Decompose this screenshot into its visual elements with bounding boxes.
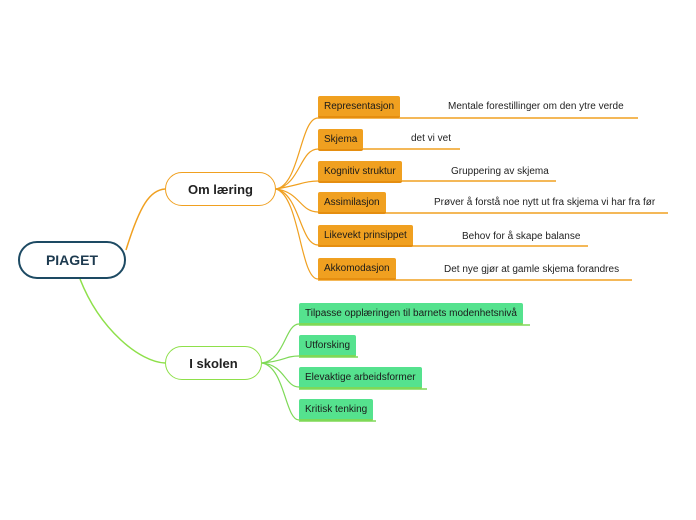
item-akkomodasjon[interactable]: Akkomodasjon — [318, 258, 396, 280]
item-kritisk-tenking[interactable]: Kritisk tenking — [299, 399, 374, 421]
item-kognitiv-struktur[interactable]: Kognitiv struktur — [318, 161, 402, 183]
note-likevekt-prinsippet: Behov for å skape balanse — [462, 231, 581, 242]
connectors-om-laering — [275, 117, 319, 280]
branch-om-laering[interactable]: Om læring — [165, 172, 276, 206]
note-akkomodasjon: Det nye gjør at gamle skjema forandres — [444, 264, 620, 275]
item-skjema[interactable]: Skjema — [318, 129, 364, 151]
item-likevekt-prinsippet[interactable]: Likevekt prinsippet — [318, 225, 413, 247]
note-kognitiv-struktur: Gruppering av skjema — [451, 166, 549, 177]
item-tilpasse-opplaeringen[interactable]: Tilpasse opplæringen til barnets modenhe… — [299, 303, 523, 325]
note-representasjon: Mentale forestillinger om den ytre verde — [448, 101, 624, 112]
connector-root-i-skolen — [79, 278, 166, 364]
item-elevaktige-arbeidsformer[interactable]: Elevaktige arbeidsformer — [299, 367, 422, 389]
green-underlines — [299, 324, 530, 422]
branch-i-skolen[interactable]: I skolen — [165, 346, 262, 380]
connectors-i-skolen — [261, 323, 300, 421]
item-representasjon[interactable]: Representasjon — [318, 96, 401, 118]
connector-root-om-laering — [125, 188, 166, 251]
item-assimilasjon[interactable]: Assimilasjon — [318, 192, 386, 214]
item-utforsking[interactable]: Utforsking — [299, 335, 357, 357]
note-assimilasjon: Prøver å forstå noe nytt ut fra skjema v… — [434, 197, 656, 208]
note-skjema: det vi vet — [411, 133, 452, 144]
root-node[interactable]: PIAGET — [18, 241, 126, 279]
